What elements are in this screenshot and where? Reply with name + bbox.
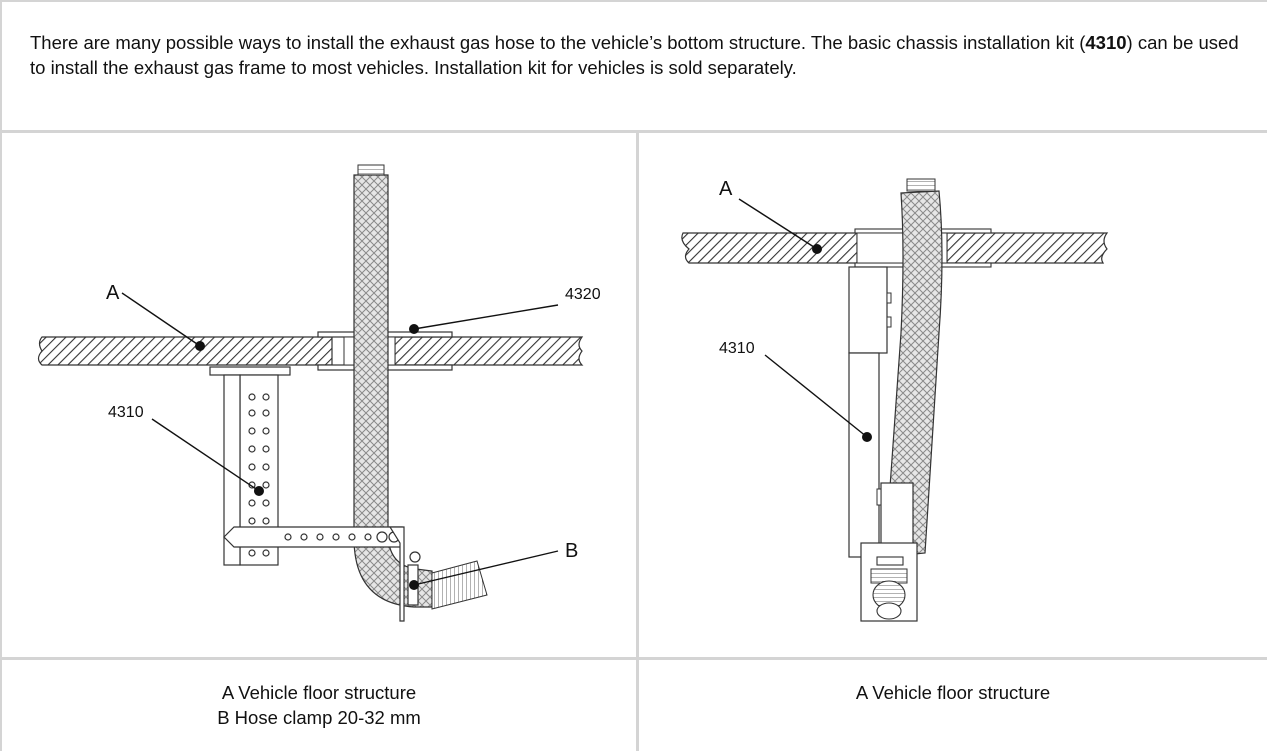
caption-right: A Vehicle floor structure (639, 680, 1267, 705)
caption-left: A Vehicle floor structure B Hose clamp 2… (2, 680, 636, 730)
floor-structure-right (681, 228, 1109, 268)
floor-structure-left (37, 336, 584, 366)
caption-left-line2: B Hose clamp 20-32 mm (217, 707, 421, 728)
table-border-top (0, 0, 1267, 2)
label-4310-left: 4310 (108, 404, 144, 421)
table-border-left (0, 0, 2, 751)
leader-dot-4320 (409, 324, 419, 334)
exhaust-hose-right (860, 178, 943, 622)
label-4310-right: 4310 (719, 340, 755, 357)
leader-dot-a-right (812, 244, 822, 254)
intro-text-after: ) can be used to install the exhaust gas… (30, 32, 1239, 78)
table-border-middle (636, 130, 639, 751)
caption-left-line1: A Vehicle floor structure (221, 682, 417, 703)
intro-paragraph: There are many possible ways to install … (30, 30, 1250, 80)
exhaust-hose-left (353, 164, 488, 610)
table-border-row1 (0, 130, 1267, 133)
figure-right-installation: A 4310 (681, 178, 1109, 622)
figure-left-installation: A 4320 4310 B (37, 164, 601, 622)
bracket-4310-right (848, 266, 892, 558)
caption-right-line1: A Vehicle floor structure (855, 682, 1051, 703)
label-b-left: B (565, 540, 578, 562)
table-border-row2 (0, 657, 1267, 660)
leader-dot-4310 (254, 486, 264, 496)
intro-text-before: There are many possible ways to install … (30, 32, 1086, 53)
intro-kit-number: 4310 (1085, 32, 1127, 53)
leader-dot-b (409, 580, 419, 590)
label-a-left: A (106, 282, 120, 304)
leader-dot-4310-right (862, 432, 872, 442)
label-a-right: A (719, 178, 733, 200)
leader-dot-a (195, 341, 205, 351)
bracket-4310-left (209, 366, 421, 622)
label-4320-left: 4320 (565, 286, 601, 303)
